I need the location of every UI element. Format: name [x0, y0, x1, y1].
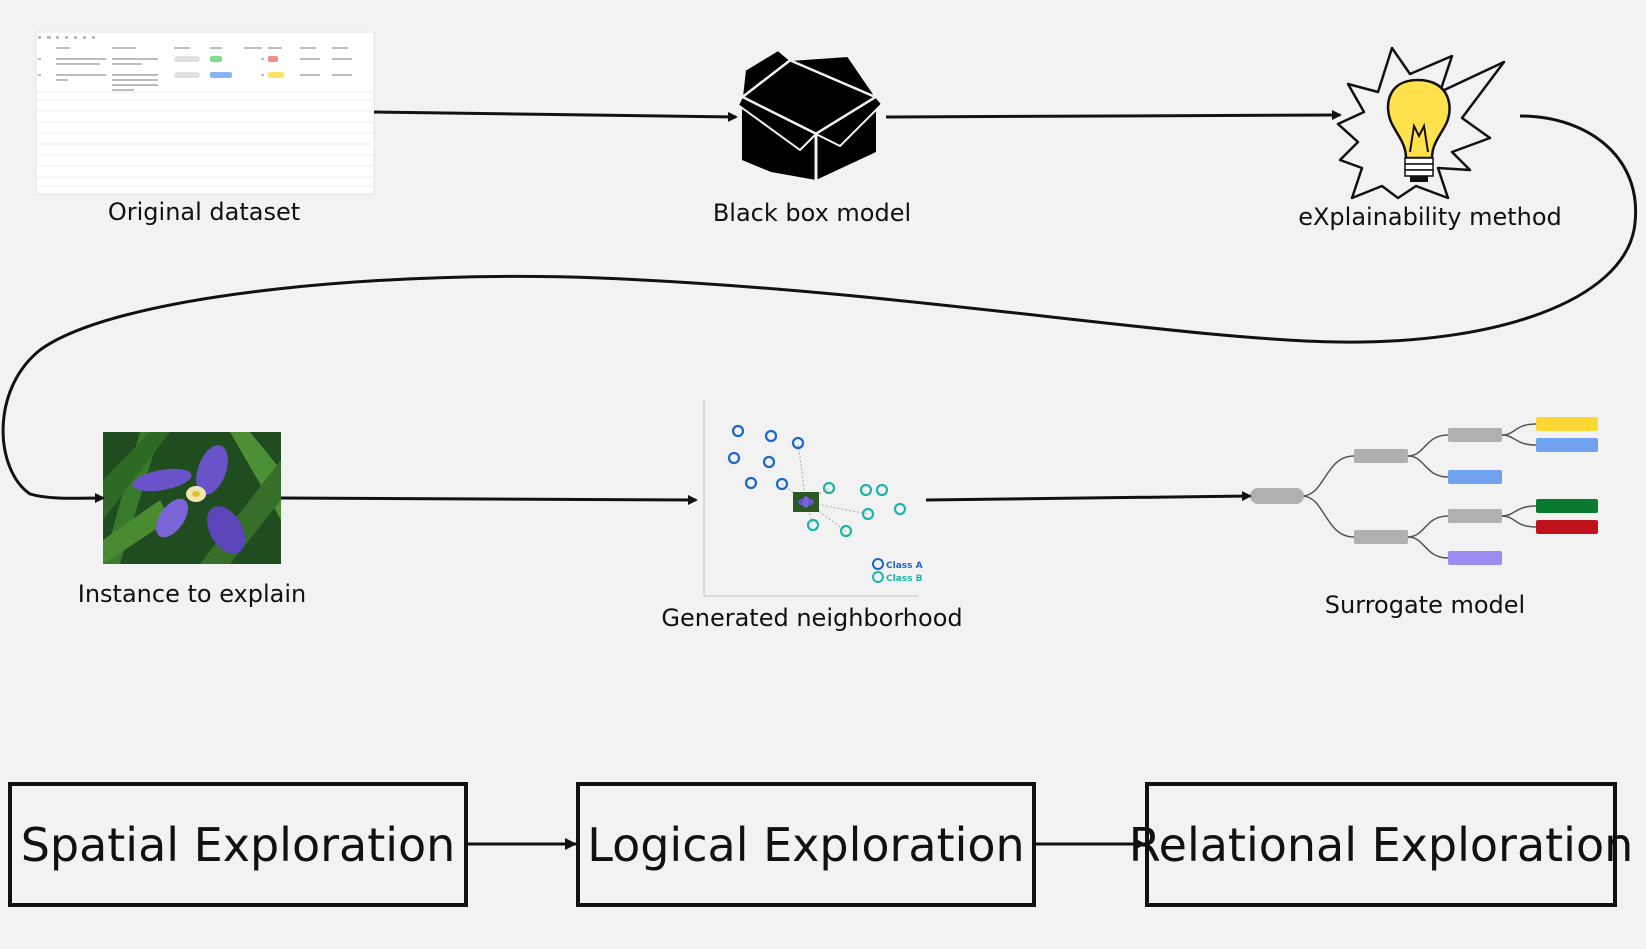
point-class-b: [861, 507, 875, 521]
stage-logical-exploration: Logical Exploration: [576, 782, 1036, 907]
arrow-neighborhood-to-surrogate: [925, 491, 1252, 502]
point-class-a: [727, 451, 741, 465]
label-black-box-model: Black box model: [712, 199, 912, 227]
point-class-a: [775, 477, 789, 491]
tree-leaf-green: [1536, 499, 1598, 513]
instance-thumbnail: [793, 492, 819, 512]
label-surrogate-model: Surrogate model: [1324, 591, 1526, 619]
tree-node: [1448, 428, 1502, 442]
label-generated-neighborhood: Generated neighborhood: [661, 604, 963, 632]
point-class-a: [762, 455, 776, 469]
arrow-explainer-to-instance: [1, 114, 1638, 504]
neighborhood-legend: Class A Class B: [872, 558, 923, 584]
arrow-model-to-explainer: [885, 110, 1342, 121]
point-class-a: [744, 476, 758, 490]
legend-marker-class-a: [872, 558, 884, 570]
surrogate-tree: [1250, 417, 1598, 565]
arrow-dataset-to-model: [373, 110, 738, 122]
point-class-a: [764, 429, 778, 443]
tree-leaf-red: [1536, 520, 1598, 534]
tree-node: [1354, 449, 1408, 463]
arrow-instance-to-neighborhood: [280, 494, 698, 505]
point-class-a: [791, 436, 805, 450]
original-dataset-thumbnail: [35, 31, 375, 195]
tree-leaf-purple: [1448, 551, 1502, 565]
stage-relational-exploration: Relational Exploration: [1129, 782, 1633, 907]
point-class-b: [875, 483, 889, 497]
tree-leaf-blue: [1536, 438, 1598, 452]
tree-root-node: [1250, 488, 1304, 504]
light-bulb-icon: [1336, 46, 1506, 200]
neighbor-link: [805, 501, 869, 515]
point-class-b: [822, 481, 836, 495]
point-class-b: [839, 524, 853, 538]
tree-node: [1354, 530, 1408, 544]
legend-class-a: Class A: [886, 561, 923, 571]
label-instance-to-explain: Instance to explain: [77, 580, 307, 608]
neighborhood-points: [727, 424, 907, 538]
neighborhood-plot-axes: [703, 400, 918, 597]
tree-node: [1448, 509, 1502, 523]
black-box-icon: [737, 49, 883, 180]
point-class-b: [893, 502, 907, 516]
tree-leaf-blue: [1448, 470, 1502, 484]
iris-flower-photo: [103, 432, 281, 564]
point-class-b: [806, 518, 820, 532]
stage-spatial-exploration: Spatial Exploration: [8, 782, 468, 907]
label-original-dataset: Original dataset: [107, 198, 301, 226]
legend-marker-class-b: [872, 571, 884, 583]
point-class-a: [731, 424, 745, 438]
point-class-b: [859, 483, 873, 497]
legend-class-b: Class B: [886, 574, 923, 584]
tree-leaf-yellow: [1536, 417, 1598, 431]
label-explainability-method: eXplainability method: [1298, 203, 1562, 231]
